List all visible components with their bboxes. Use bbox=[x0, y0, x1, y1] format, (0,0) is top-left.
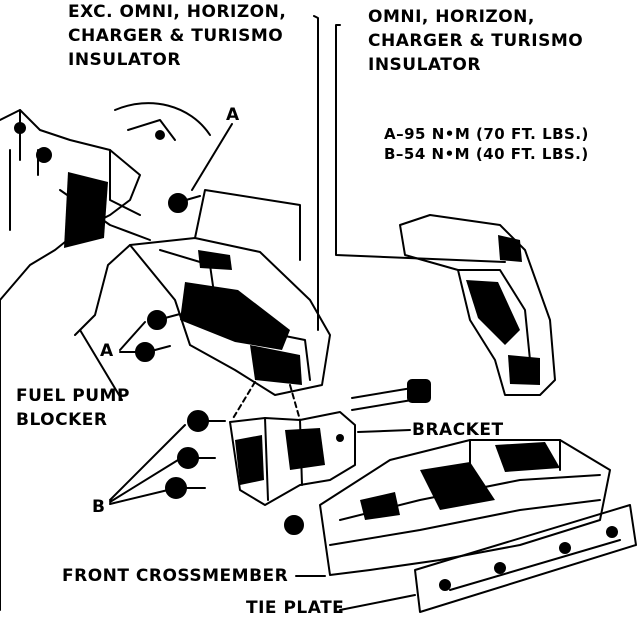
leader-b bbox=[109, 424, 186, 505]
bolt-b-shanks bbox=[185, 420, 226, 489]
front-crossmember-label: FRONT CROSSMEMBER bbox=[62, 566, 289, 586]
fuel-pump-blocker-label: FUEL PUMP BLOCKER bbox=[16, 386, 130, 430]
callout-a-top: A bbox=[226, 105, 240, 125]
omni-insulator-label: OMNI, HORIZON, CHARGER & TURISMO INSULAT… bbox=[368, 7, 584, 75]
bolt-a-group bbox=[135, 193, 188, 362]
leader-bracket bbox=[357, 429, 411, 433]
leader-tie-plate bbox=[339, 594, 416, 611]
dashed-alignment-line bbox=[231, 381, 301, 421]
callout-a-left: A bbox=[100, 341, 114, 361]
exc-insulator-shading bbox=[180, 250, 302, 385]
through-bolt bbox=[351, 379, 431, 411]
crossmember-shading bbox=[360, 442, 560, 520]
engine-shading bbox=[14, 122, 165, 248]
leader-omni-insulator bbox=[335, 24, 506, 263]
bolt-b-group bbox=[165, 410, 304, 535]
torque-specs: A–95 N•m (70 FT. LBS.) B–54 N•m (40 FT. … bbox=[384, 125, 589, 163]
tie-plate-holes bbox=[439, 526, 618, 591]
bolt-a-shanks bbox=[154, 195, 201, 351]
callout-b: B bbox=[92, 497, 106, 517]
bracket-shading bbox=[235, 428, 344, 485]
omni-insulator bbox=[399, 214, 556, 396]
leader-fuel-pump-blocker bbox=[79, 329, 123, 401]
tie-plate-label: TIE PLATE bbox=[246, 598, 345, 618]
exc-insulator-label: EXC. OMNI, HORIZON, CHARGER & TURISMO IN… bbox=[68, 2, 287, 70]
bracket-label: BRACKET bbox=[412, 420, 504, 440]
leader-a-left bbox=[119, 321, 146, 353]
omni-insulator-shading bbox=[466, 235, 540, 385]
leader-exc-insulator bbox=[313, 15, 319, 331]
tie-plate bbox=[414, 504, 637, 613]
leader-a-top bbox=[191, 123, 233, 191]
